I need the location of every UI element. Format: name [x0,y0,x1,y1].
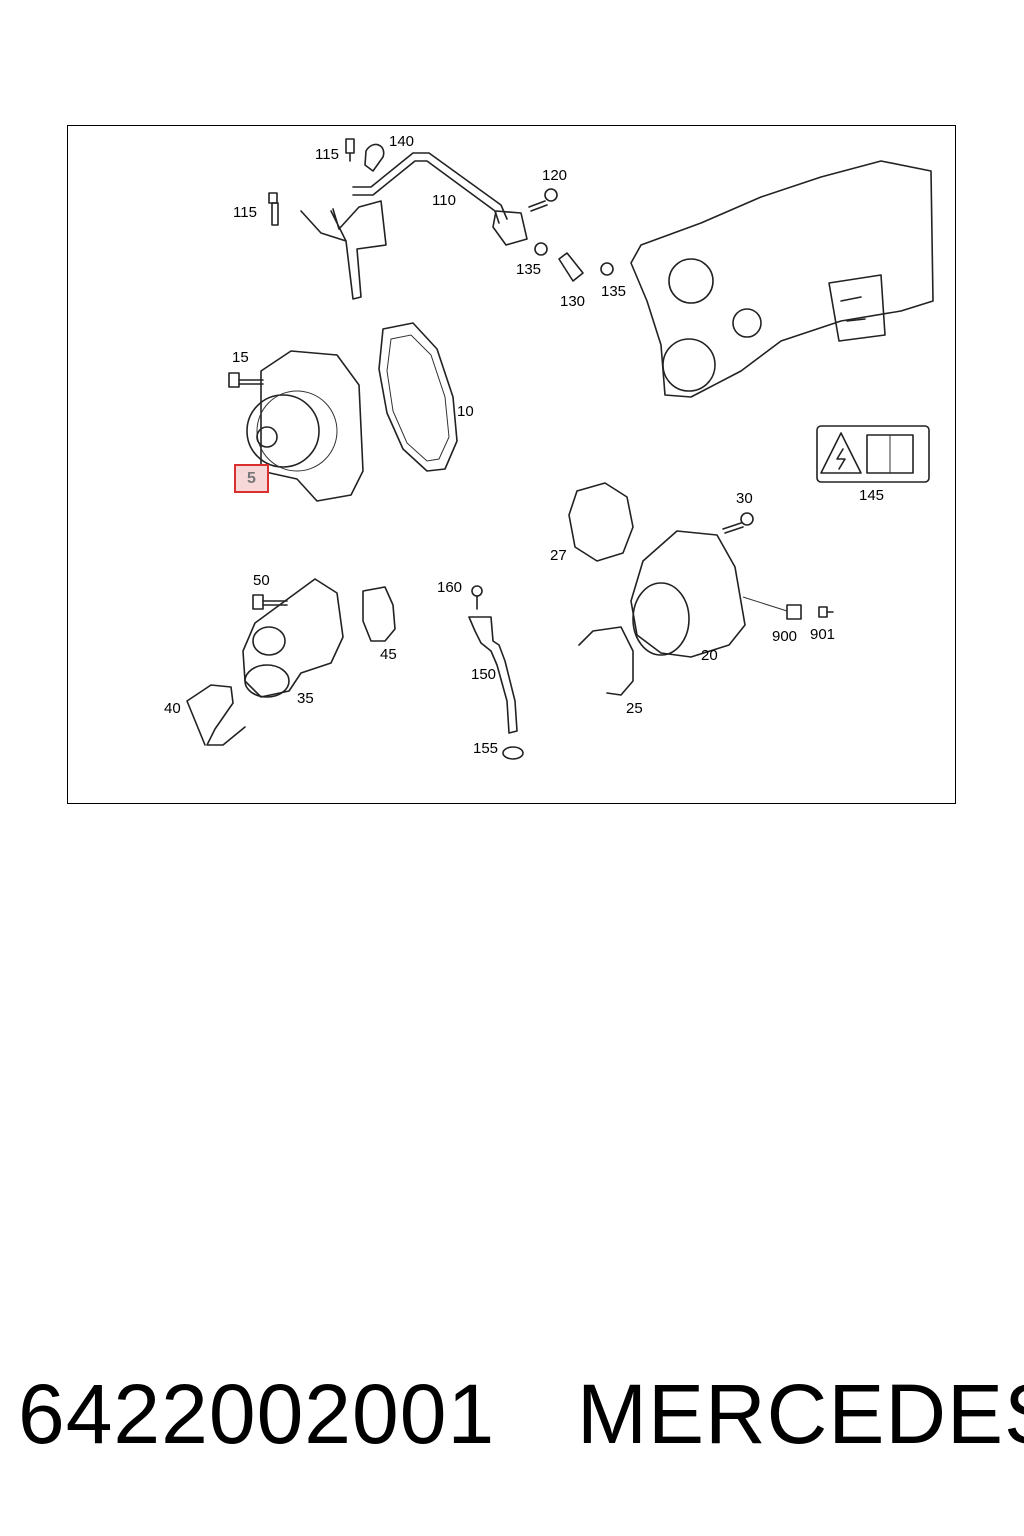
bolt-115-top [345,138,355,162]
parts-diagram: 115 140 115 110 120 135 130 135 15 10 14… [67,125,956,804]
callout-40[interactable]: 40 [164,700,181,717]
callout-50[interactable]: 50 [253,572,270,589]
bolt-50 [252,594,288,610]
housing-port-3 [662,338,716,392]
callout-35[interactable]: 35 [297,690,314,707]
gasket-10 [378,322,458,472]
seal-27 [568,482,634,562]
part-number: 6422002001 [18,1367,496,1461]
water-pump-pulley-outer [256,390,338,472]
thermostat-housing-20 [630,530,746,658]
callout-115-top[interactable]: 115 [315,146,339,163]
pipe-150 [468,616,518,734]
bolt-120 [528,188,558,212]
clamp-140 [364,143,385,172]
callout-110[interactable]: 110 [432,192,456,209]
housing-port-2 [732,308,762,338]
callout-160[interactable]: 160 [437,579,463,596]
exploded-view-drawing [186,138,934,760]
bolt-115-left [268,192,279,226]
callout-115-left[interactable]: 115 [233,204,257,221]
flange-opening [252,626,286,656]
callout-135-a[interactable]: 135 [516,261,542,278]
bolt-15 [228,372,264,388]
bolt-160 [471,585,483,610]
coolant-flange-35 [242,578,344,698]
callout-155[interactable]: 155 [473,740,499,757]
bolt-30 [722,512,754,534]
callout-130[interactable]: 130 [560,293,586,310]
hose-130 [558,252,584,282]
callout-900[interactable]: 900 [772,628,798,645]
callout-10[interactable]: 10 [457,403,474,420]
thermostat-opening [632,582,690,656]
clamp-135-a [534,242,548,256]
pipe-110 [352,152,508,224]
callout-145[interactable]: 145 [859,487,885,504]
callout-150[interactable]: 150 [471,666,497,683]
seal-45 [362,586,396,642]
callout-30[interactable]: 30 [736,490,753,507]
water-pump-5-body [260,350,364,502]
callout-135-b[interactable]: 135 [601,283,627,300]
connector-901 [818,606,834,618]
callout-25[interactable]: 25 [626,700,643,717]
flange-outlet [244,664,290,698]
callout-27[interactable]: 27 [550,547,567,564]
o-ring-155 [502,746,524,760]
water-pump-pulley [246,394,320,468]
highlighted-callout-5[interactable]: 5 [234,464,269,493]
callout-15[interactable]: 15 [232,349,249,366]
sensor-900 [742,596,802,620]
warning-label-145 [816,425,930,483]
callout-45[interactable]: 45 [380,646,397,663]
callout-901[interactable]: 901 [810,626,836,643]
callout-140[interactable]: 140 [389,133,415,150]
bracket [300,200,387,300]
water-pump-hub [256,426,278,448]
callout-20[interactable]: 20 [701,647,718,664]
clip-40 [186,684,246,746]
engine-housing [630,160,934,398]
clip-25 [578,626,634,696]
clamp-135-b [600,262,614,276]
housing-port-1 [668,258,714,304]
brand-name: MERCEDES [577,1367,1024,1461]
pipe-110-end [492,210,528,246]
callout-120[interactable]: 120 [542,167,568,184]
housing-fitting [828,274,886,342]
